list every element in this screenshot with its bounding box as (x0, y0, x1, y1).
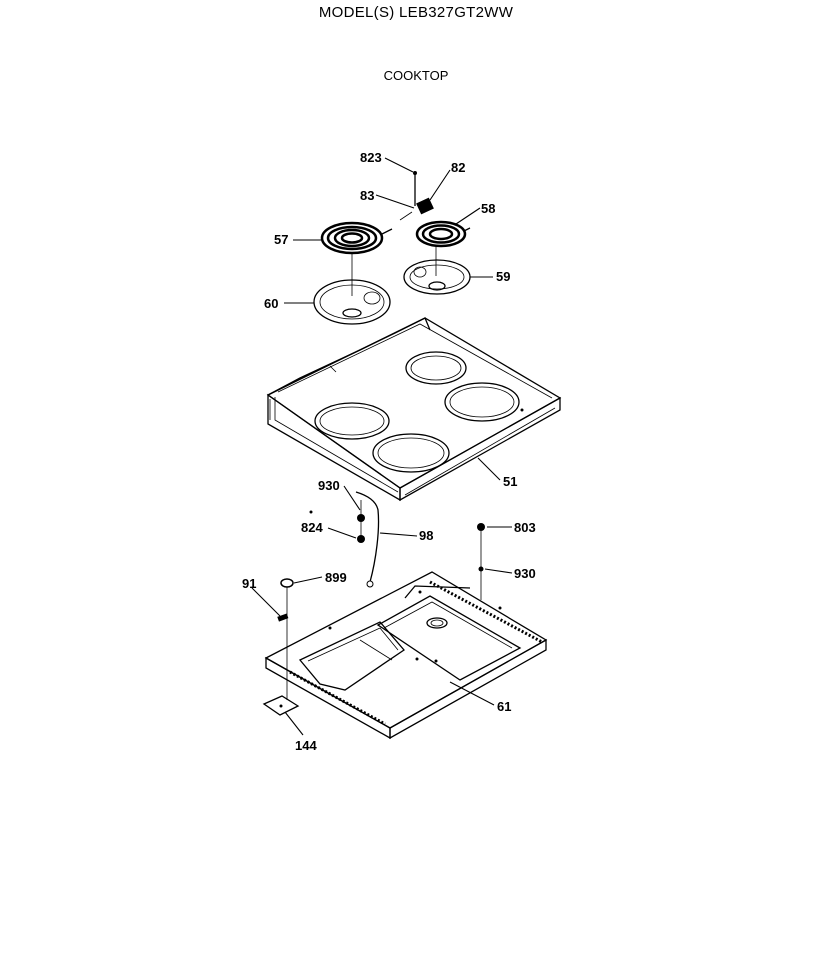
callout-98: 98 (419, 528, 433, 543)
terminal-block (399, 171, 434, 221)
callout-144: 144 (295, 738, 317, 753)
callout-823: 823 (360, 150, 382, 165)
callout-82: 82 (451, 160, 465, 175)
callout-91: 91 (242, 576, 256, 591)
drip-pan-small (403, 259, 471, 295)
left-hardware (262, 578, 300, 716)
callout-930-lower: 930 (514, 566, 536, 581)
surface-unit-large (320, 221, 393, 296)
callout-58: 58 (481, 201, 495, 216)
callout-824: 824 (301, 520, 323, 535)
callout-labels: 823 82 83 58 57 59 60 51 930 824 98 803 … (242, 150, 536, 753)
surface-unit-small (415, 220, 471, 276)
main-bottom-pan (264, 571, 548, 740)
wire-harness (309, 491, 380, 588)
callout-803: 803 (514, 520, 536, 535)
callout-60: 60 (264, 296, 278, 311)
section-title: COOKTOP (383, 68, 449, 83)
callout-59: 59 (496, 269, 510, 284)
callout-57: 57 (274, 232, 288, 247)
callout-930-upper: 930 (318, 478, 340, 493)
callout-83: 83 (360, 188, 374, 203)
callout-61: 61 (497, 699, 511, 714)
model-title: MODEL(S) LEB327GT2WW (318, 4, 514, 21)
leader-lines (251, 157, 513, 736)
callout-899: 899 (325, 570, 347, 585)
callout-51: 51 (503, 474, 517, 489)
cooktop-main-top (266, 317, 562, 502)
right-screws (477, 523, 485, 600)
